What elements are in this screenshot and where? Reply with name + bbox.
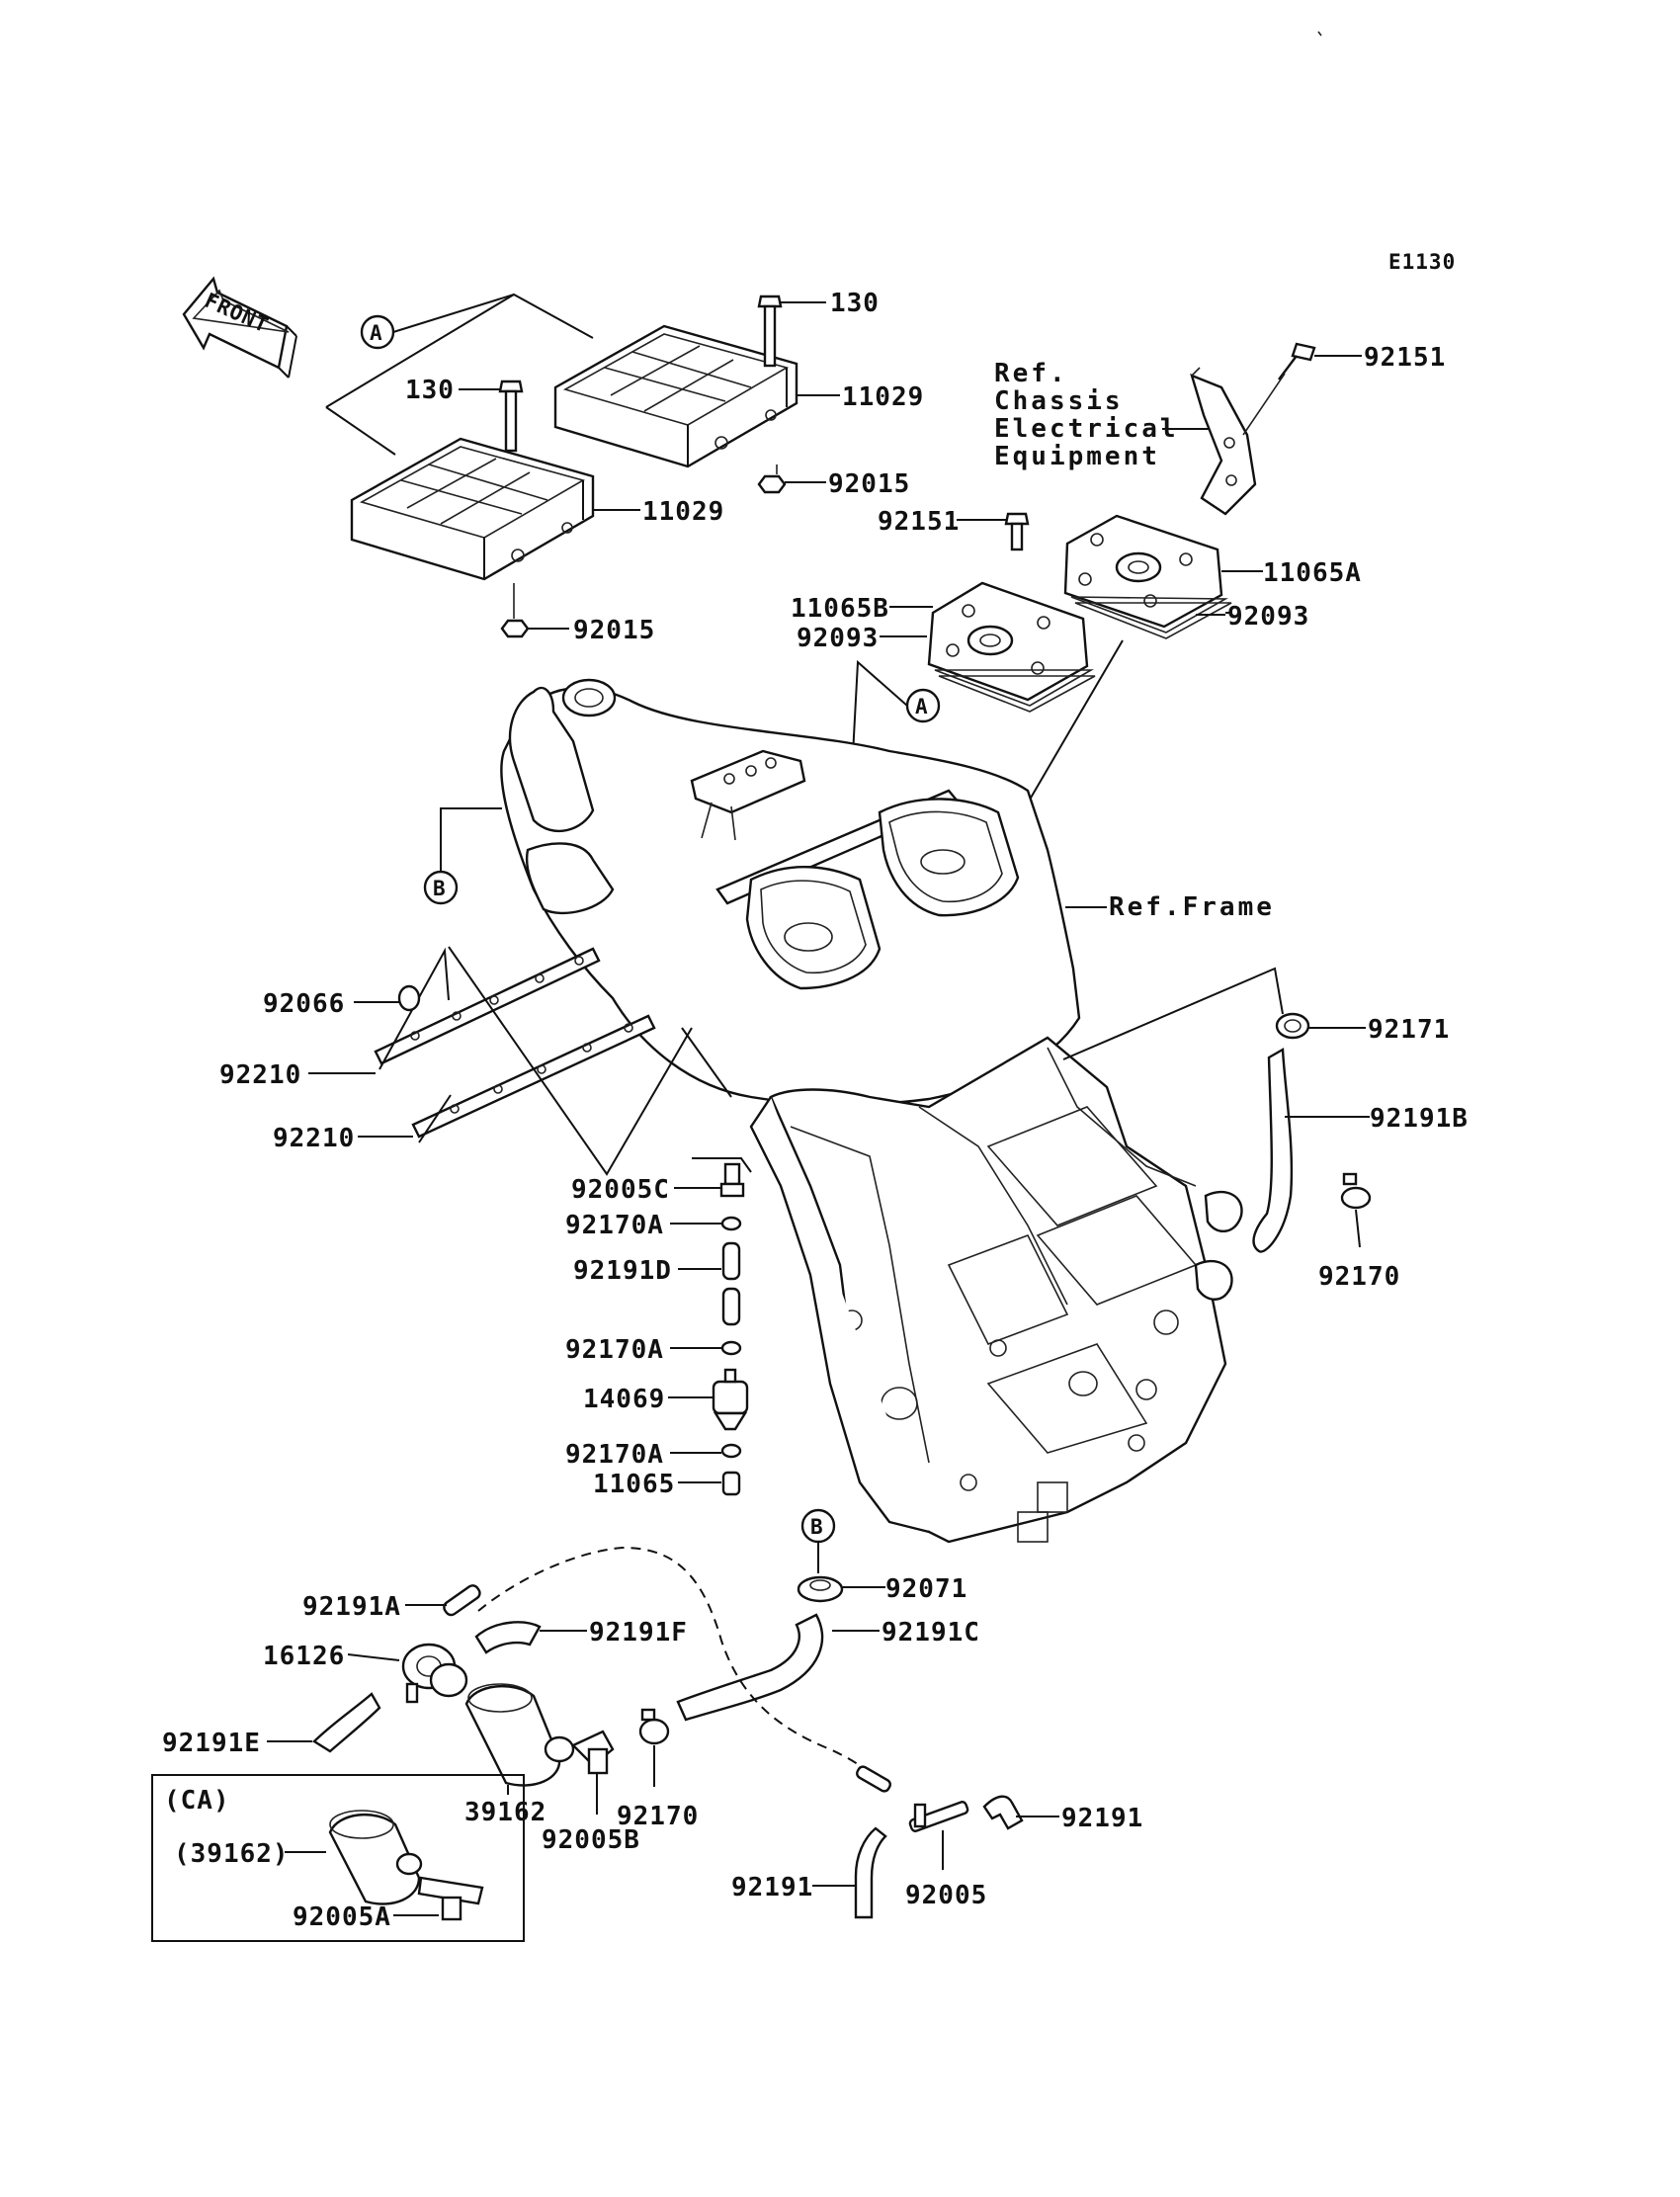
bracket-chassis <box>1190 367 1257 516</box>
ca-box: (CA) (39162) 92005A <box>151 1774 525 1942</box>
stay-92210-upper <box>374 947 601 1065</box>
marker-A-top: A <box>360 314 395 350</box>
label-92005B: 92005B <box>542 1825 640 1855</box>
label-92170A-1: 92170A <box>565 1211 664 1240</box>
cover-11065A <box>1063 514 1232 639</box>
ref-chassis-line1: Ref. <box>994 359 1068 388</box>
bolt-92151-mid <box>957 512 1030 551</box>
label-11065A: 11065A <box>1263 558 1362 588</box>
label-92005: 92005 <box>905 1881 987 1910</box>
label-92015-upper: 92015 <box>828 469 910 499</box>
hose-92191A <box>443 1584 481 1617</box>
label-92191D: 92191D <box>573 1256 672 1286</box>
label-14069: 14069 <box>583 1385 665 1414</box>
frame <box>500 678 1243 1544</box>
clamp-92170A-1 <box>720 1216 742 1231</box>
clamp-92170-bottom <box>638 1708 670 1745</box>
ref-chassis-line2: Chassis <box>994 386 1124 416</box>
cover-11065B <box>927 581 1096 713</box>
bolt-130-upper <box>757 295 826 368</box>
label-92191B: 92191B <box>1370 1104 1469 1134</box>
hose-92191C <box>676 1613 824 1722</box>
label-92005A: 92005A <box>293 1902 391 1932</box>
clamp-92171 <box>1275 1012 1310 1040</box>
hose-92191B <box>1252 1047 1294 1253</box>
label-92210-lower: 92210 <box>273 1124 355 1153</box>
diagram-code: E1130 <box>1388 250 1456 274</box>
label-92170A-3: 92170A <box>565 1440 664 1470</box>
bolt-92151-right <box>1242 342 1362 436</box>
nut-92015-lower <box>500 619 530 638</box>
label-11065B: 11065B <box>791 594 889 624</box>
hose-92191D-upper <box>721 1241 741 1281</box>
valve-16126 <box>401 1643 468 1704</box>
corner-mark <box>1317 31 1322 37</box>
label-92066: 92066 <box>263 989 345 1019</box>
grommet-92071 <box>797 1575 844 1603</box>
hose-92191E <box>312 1692 381 1753</box>
fitting-92005C <box>719 1162 745 1198</box>
clamp-92170A-3 <box>720 1443 742 1459</box>
marker-B-lower: B <box>800 1508 836 1544</box>
marker-B-upper: B <box>423 870 459 905</box>
canister-39162-ca <box>328 1810 423 1905</box>
hose-92191F <box>474 1621 542 1654</box>
marker-A-top-label: A <box>370 321 383 345</box>
filter-14069 <box>712 1368 749 1431</box>
tee-92005 <box>908 1801 969 1832</box>
label-39162-ca: (39162) <box>174 1839 290 1869</box>
label-92170-right: 92170 <box>1318 1262 1400 1292</box>
label-92151-mid: 92151 <box>878 507 960 537</box>
label-92191E: 92191E <box>162 1729 261 1758</box>
canister-39162 <box>464 1683 575 1787</box>
box-11029-upper <box>553 324 798 468</box>
label-130-upper: 130 <box>830 289 880 318</box>
hose-92191D-lower <box>721 1287 741 1326</box>
label-92015-lower: 92015 <box>573 616 655 645</box>
label-92170A-2: 92170A <box>565 1335 664 1365</box>
label-92171: 92171 <box>1368 1015 1450 1045</box>
clamp-92170-right <box>1340 1172 1372 1210</box>
label-11029-lower: 11029 <box>642 497 724 527</box>
bolt-130-lower <box>459 380 524 453</box>
label-92191F: 92191F <box>589 1618 688 1648</box>
cap-11065 <box>721 1471 741 1496</box>
label-92093-left: 92093 <box>797 624 879 653</box>
label-92191A: 92191A <box>302 1592 401 1622</box>
hose-92191-left <box>854 1826 887 1919</box>
marker-B-lower-label: B <box>810 1515 824 1539</box>
label-11029-upper: 11029 <box>842 382 924 412</box>
marker-A-frame: A <box>905 688 941 723</box>
clamp-92170A-2 <box>720 1340 742 1356</box>
label-11065: 11065 <box>593 1470 675 1499</box>
clip-92066 <box>354 984 421 1012</box>
ref-frame-label: Ref.Frame <box>1109 892 1275 922</box>
label-92071: 92071 <box>885 1574 967 1604</box>
label-92191-left: 92191 <box>731 1873 813 1902</box>
hose-92191-right <box>982 1795 1024 1830</box>
label-92170-bottom: 92170 <box>617 1802 699 1831</box>
fitting-92005A <box>417 1876 484 1921</box>
nut-92015-upper <box>757 474 787 494</box>
label-92093-right: 92093 <box>1227 602 1309 632</box>
ref-chassis-line4: Equipment <box>994 442 1160 471</box>
ref-chassis-line3: Electrical <box>994 414 1179 444</box>
label-92005C: 92005C <box>571 1175 670 1205</box>
label-39162: 39162 <box>464 1798 546 1827</box>
label-16126: 16126 <box>263 1642 345 1671</box>
stay-92210-lower <box>411 1014 656 1139</box>
label-92210-upper: 92210 <box>219 1060 301 1090</box>
front-arrow-icon: FRONT <box>182 276 297 379</box>
label-92151-right: 92151 <box>1364 343 1446 373</box>
ca-box-title: (CA) <box>164 1786 230 1816</box>
label-92191-right: 92191 <box>1061 1804 1143 1833</box>
box-11029-lower <box>350 437 595 581</box>
fitting-92005B <box>570 1730 615 1775</box>
hose-segment-dashed <box>856 1765 891 1793</box>
marker-A-frame-label: A <box>915 695 929 718</box>
label-92191C: 92191C <box>882 1618 980 1648</box>
label-130-lower: 130 <box>405 376 455 405</box>
marker-B-upper-label: B <box>433 877 447 900</box>
